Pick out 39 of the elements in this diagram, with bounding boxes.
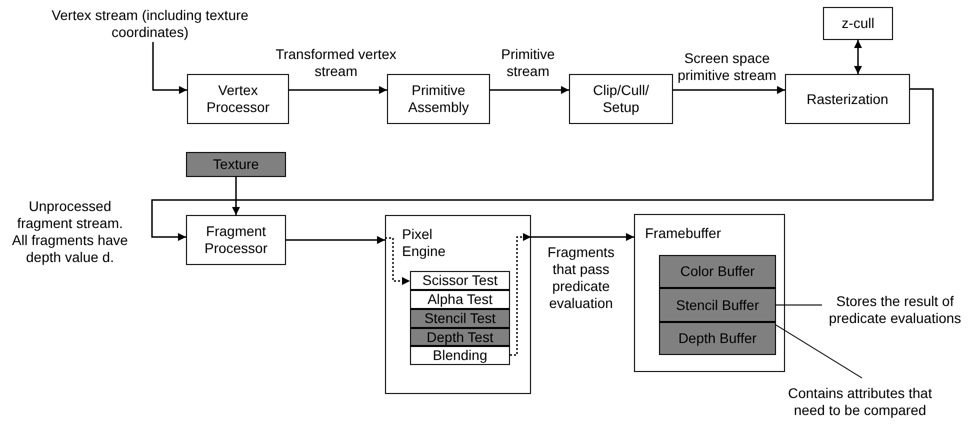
- edge-label: Primitive stream: [500, 46, 556, 80]
- process-box: z-cull: [823, 7, 893, 40]
- container-box: [385, 215, 531, 394]
- edge-label: Screen space primitive stream: [676, 50, 778, 84]
- process-box: Rasterization: [785, 74, 910, 124]
- process-box: Clip/Cull/ Setup: [569, 74, 673, 124]
- shaded-box: Texture: [186, 152, 286, 177]
- process-box: Alpha Test: [410, 290, 510, 309]
- annotation-text: Vertex stream (including texture coordinates): [40, 6, 260, 42]
- arrow: [385, 237, 410, 285]
- shaded-box: Color Buffer: [659, 255, 776, 288]
- arrow: [289, 86, 387, 94]
- annotation-text: Stores the result of predicate evaluations: [822, 290, 968, 330]
- arrow: [151, 88, 934, 241]
- edge-label: Unprocessed fragment stream. All fragments have depth value d.: [11, 198, 129, 266]
- annotation-text: Contains attributes that need to be compared: [780, 378, 940, 426]
- process-box: Vertex Processor: [187, 74, 289, 124]
- leader-line: [776, 324, 862, 378]
- process-box: Fragment Processor: [186, 215, 286, 265]
- arrow: [673, 86, 785, 94]
- group-title: Pixel Engine: [402, 226, 447, 260]
- process-box: Primitive Assembly: [387, 74, 490, 124]
- shaded-box: Stencil Test: [410, 309, 510, 328]
- shaded-box: Depth Test: [410, 328, 510, 346]
- arrow: [152, 42, 187, 94]
- process-box: Scissor Test: [410, 271, 510, 290]
- shaded-box: Depth Buffer: [659, 322, 776, 355]
- group-title: Framebuffer: [645, 225, 721, 242]
- process-box: Blending: [410, 346, 510, 365]
- arrow: [510, 233, 531, 356]
- arrow: [531, 233, 634, 241]
- arrow: [490, 86, 569, 94]
- arrow: [286, 236, 385, 244]
- arrow: [854, 40, 862, 74]
- leader-line: [776, 304, 822, 306]
- edge-label: Fragments that pass predicate evaluation: [546, 244, 616, 312]
- container-box: [634, 214, 785, 372]
- arrow: [232, 177, 240, 215]
- shaded-box: Stencil Buffer: [659, 288, 776, 322]
